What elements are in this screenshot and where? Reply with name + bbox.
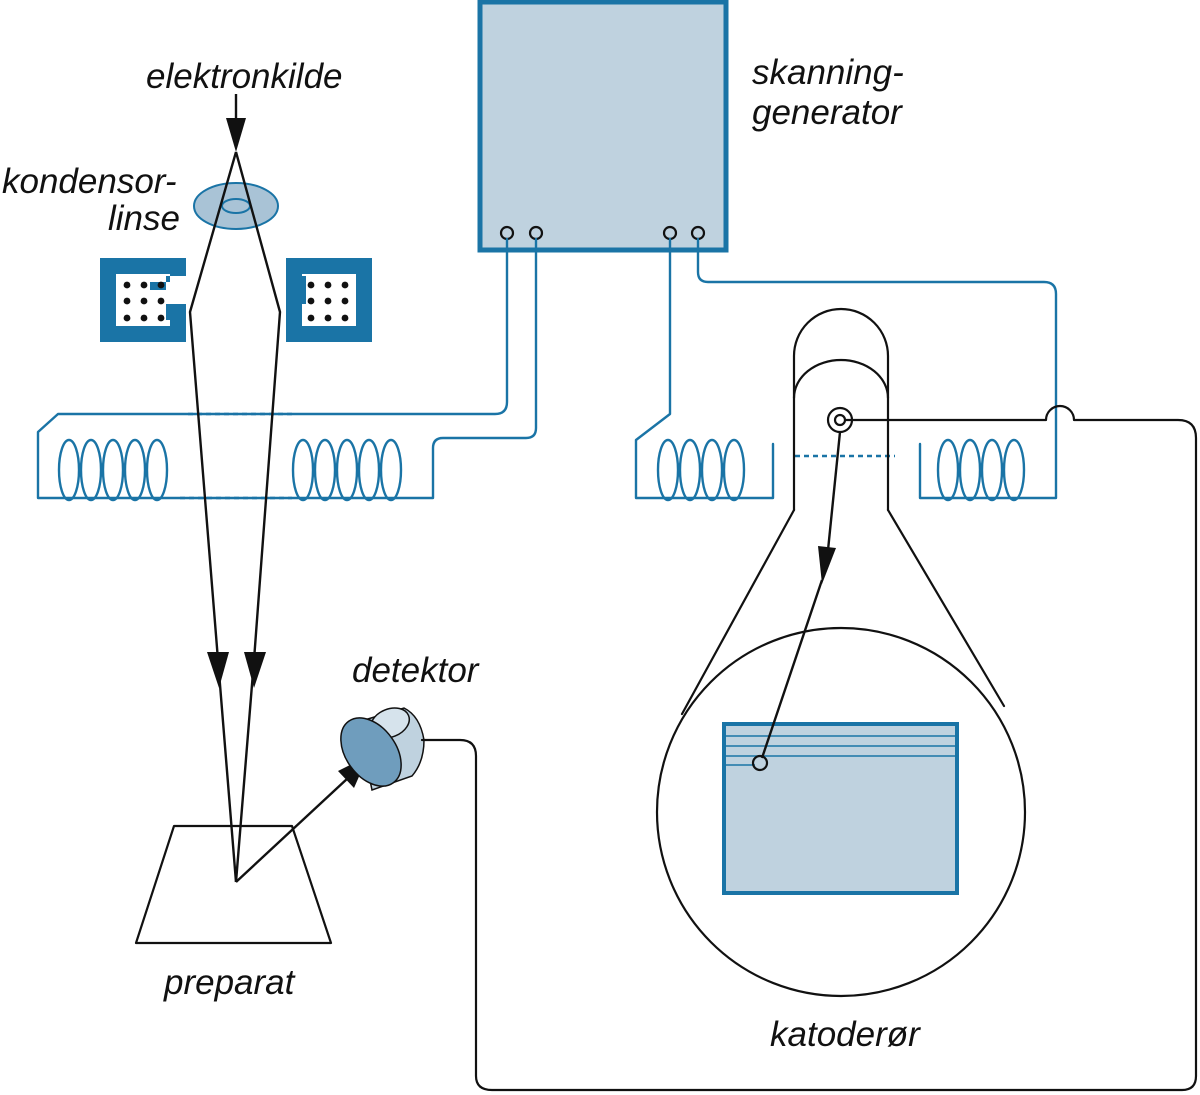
specimen-shape	[134, 824, 333, 945]
label-scan-generator-line2: generator	[752, 93, 903, 132]
electron-source-arrow	[226, 94, 246, 152]
deflection-coil-left-a	[57, 438, 169, 502]
scan-wires-right	[634, 237, 1058, 500]
magnetic-lens-right	[286, 258, 372, 342]
scan-generator	[477, 0, 729, 253]
scan-wires-left	[36, 237, 538, 500]
deflection-coil-right-b	[936, 438, 1026, 502]
electron-beam	[188, 151, 282, 883]
magnetic-lens-left	[100, 258, 186, 342]
label-cathode-ray-tube: katoderør	[770, 1015, 921, 1054]
condenser-lens	[193, 182, 279, 230]
label-condenser-lens-line1: kondensor-	[2, 162, 176, 201]
crt-beam-spot	[751, 754, 769, 772]
label-condenser-lens-line2: linse	[108, 199, 180, 238]
deflection-coil-left-b	[291, 438, 403, 502]
signal-arrow	[235, 756, 368, 883]
detector-cable	[420, 404, 1198, 1092]
label-specimen: preparat	[163, 963, 296, 1002]
detector-device	[340, 707, 425, 791]
deflection-coil-right-a	[656, 438, 746, 502]
label-scan-generator-line1: skanning-	[752, 53, 904, 92]
scan-generator-box	[477, 0, 729, 253]
label-electron-source: elektronkilde	[146, 57, 343, 96]
cathode-ray-tube	[655, 307, 1027, 998]
label-detector: detektor	[352, 651, 480, 690]
crt-screen	[722, 722, 959, 895]
